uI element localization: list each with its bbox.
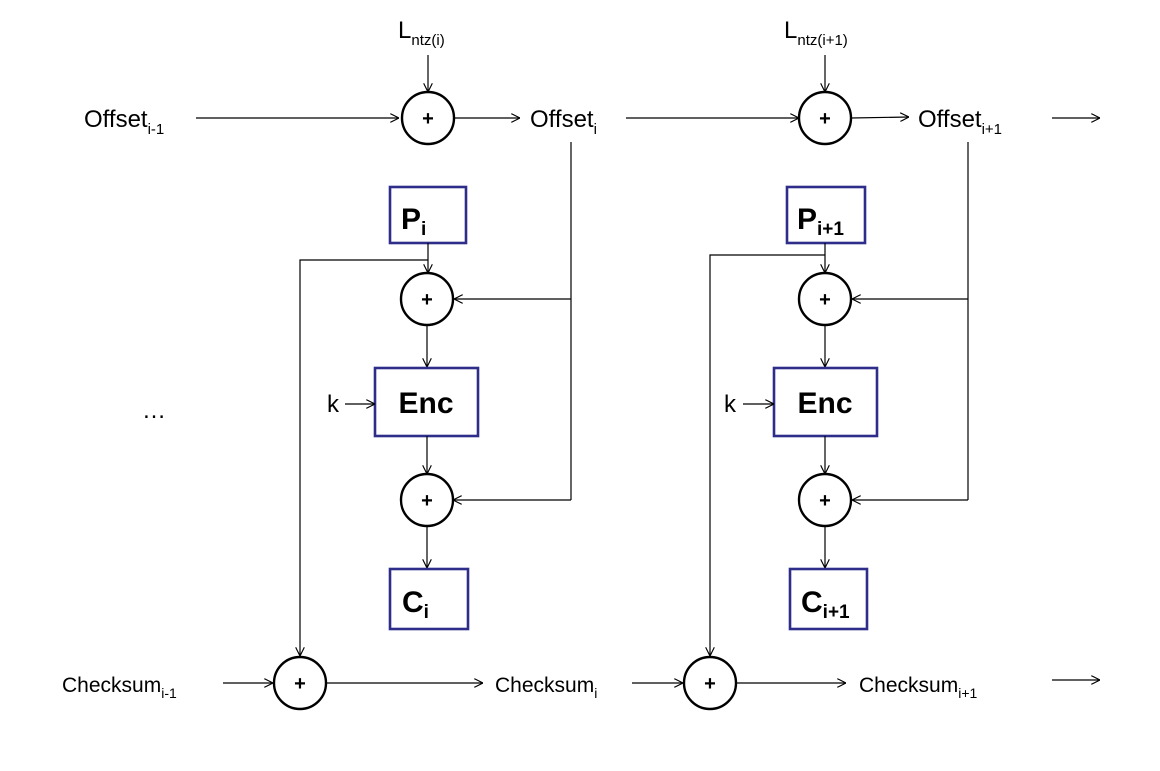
xor-symbol: + [294, 673, 306, 695]
plaintext-label-2: Pi+1 [797, 203, 844, 240]
xor-symbol: + [819, 490, 831, 512]
offset-i-label: Offseti [530, 106, 597, 138]
enc-label-1: Enc [398, 387, 453, 420]
plaintext-to-checksum-arrow-1 [300, 259, 428, 656]
ciphertext-box-2 [788, 567, 869, 631]
checksum-i-label: Checksumi [495, 674, 597, 701]
offset-prev-label: Offseti-1 [84, 106, 164, 138]
checksum-prev-label: Checksumi-1 [62, 674, 177, 701]
offset-next-label: Offseti+1 [918, 106, 1002, 138]
ciphertext-label-1: Ci [402, 586, 429, 623]
ciphertext-box-1 [388, 567, 470, 631]
xor-symbol: + [819, 289, 831, 311]
plaintext-box-1 [388, 185, 468, 245]
xor-symbol: + [704, 673, 716, 695]
ellipsis: … [142, 397, 166, 424]
xor-symbol: + [421, 289, 433, 311]
l-ntz-i-label: Lntz(i) [398, 17, 445, 49]
enc-label-2: Enc [797, 387, 852, 420]
plaintext-box-2 [785, 185, 867, 245]
xor-symbol: + [819, 108, 831, 130]
key-label-2: k [724, 391, 737, 418]
l-ntz-next-label: Lntz(i+1) [784, 17, 848, 49]
checksum-next-label: Checksumi+1 [859, 674, 977, 701]
key-label-1: k [327, 391, 340, 418]
plaintext-to-checksum-arrow-2 [710, 254, 825, 656]
ciphertext-label-2: Ci+1 [801, 586, 850, 623]
enc-box-1 [373, 366, 480, 438]
xor-symbol: + [422, 108, 434, 130]
plaintext-label-1: Pi [401, 203, 426, 240]
offset-next-arrow [850, 117, 909, 118]
xor-symbol: + [421, 490, 433, 512]
